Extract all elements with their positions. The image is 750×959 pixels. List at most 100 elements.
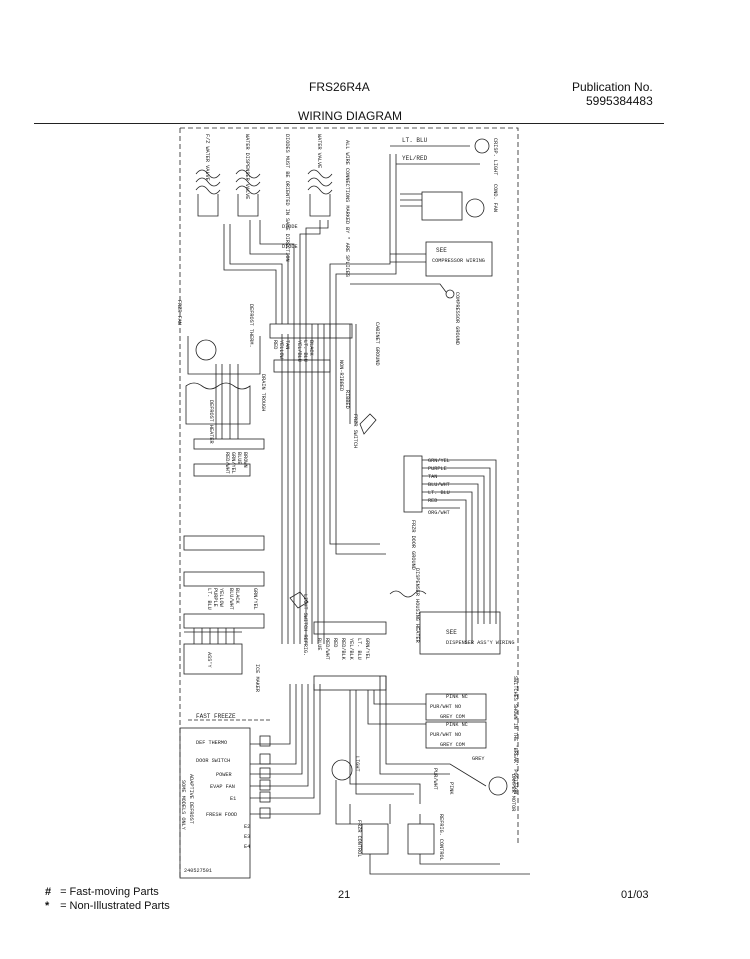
legend-fast-moving: # = Fast-moving Parts bbox=[45, 886, 159, 899]
label-dispenser-housing-heater: DISPENSER HOUSING HEATER bbox=[414, 568, 420, 643]
header-rule bbox=[34, 123, 664, 124]
label-pur-wht-no-1: PUR/WHT NO bbox=[430, 704, 461, 710]
label-wire-lt-blu-r: LT. BLU bbox=[428, 490, 450, 496]
label-wire-grn-yel: GRN/YEL bbox=[230, 452, 236, 474]
label-frzr-control: FRZR CONTROL bbox=[356, 820, 362, 857]
label-power: POWER bbox=[216, 772, 232, 778]
revision-date: 01/03 bbox=[621, 889, 649, 901]
label-pur-wht: PUR/WHT bbox=[432, 768, 438, 790]
label-grey: GREY bbox=[472, 756, 485, 762]
label-wire-black2: BLACK bbox=[234, 588, 240, 604]
label-pink-nc-1: PINK NC bbox=[446, 694, 468, 700]
label-light-switch-refrig: LIGHT SWITCH REFRIG. bbox=[302, 594, 308, 656]
label-cond-fan: COND. FAN bbox=[492, 184, 498, 212]
label-wire-org-wht: ORG/WHT bbox=[428, 510, 450, 516]
label-wire-red: RED bbox=[272, 340, 278, 349]
label-wire-black: BLACK bbox=[308, 340, 314, 356]
page-title: WIRING DIAGRAM bbox=[298, 109, 402, 123]
label-wire-blue3: BLUE bbox=[316, 638, 322, 650]
label-diodes-note: DIODES MUST BE ORIENTED IN SAME DIRECTIO… bbox=[284, 134, 290, 262]
label-wire-grn-yel2: GRN/YEL bbox=[252, 588, 258, 610]
label-dispenser-assy-wiring: DISPENSER ASS'Y WIRING bbox=[446, 640, 515, 646]
publication-label: Publication No. bbox=[572, 80, 653, 94]
label-e3: E3 bbox=[244, 834, 250, 840]
wiring-diagram: LT. BLU YEL/RED CRISP. LIGHT COND. FAN S… bbox=[150, 124, 530, 880]
label-ice-maker: ICE MAKER bbox=[254, 664, 260, 692]
label-assy: ASS'Y bbox=[206, 652, 212, 668]
label-door-switch: DOOR SWITCH bbox=[196, 758, 230, 764]
page-number: 21 bbox=[338, 889, 351, 901]
label-refrig-control: REFRIG. CONTROL bbox=[438, 814, 444, 861]
non-illustrated-symbol: * bbox=[45, 900, 50, 912]
label-drain-trough: DRAIN TROUGH bbox=[260, 374, 266, 411]
label-pink-nc-2: PINK NC bbox=[446, 722, 468, 728]
label-wire-blu-wht2: BLU/WHT bbox=[228, 588, 234, 610]
label-some-models-only: SOME MODELS ONLY bbox=[180, 780, 186, 831]
wiring-diagram-svg: LT. BLU YEL/RED CRISP. LIGHT COND. FAN S… bbox=[176, 127, 530, 880]
fast-moving-symbol: # bbox=[45, 886, 52, 898]
label-compressor-wiring: COMPRESSOR WIRING bbox=[432, 258, 485, 264]
label-fz-water-valve: F/Z WATER VALVE bbox=[204, 134, 210, 181]
legend-non-illustrated: * = Non-Illustrated Parts bbox=[45, 900, 170, 913]
label-non-ribbed: NON-RIBBED bbox=[338, 360, 344, 391]
damper-motor bbox=[488, 776, 508, 796]
label-compressor-ground: COMPRESSOR GROUND bbox=[454, 292, 460, 345]
label-wire-brown: BROWN bbox=[242, 452, 248, 468]
label-wire-lt-blu2: LT. BLU bbox=[206, 588, 212, 610]
label-water-disp-valve: WATER DISPENSER VALVE bbox=[244, 134, 250, 199]
label-diode-2: DIODE bbox=[282, 244, 298, 250]
label-defrost-heater: DEFROST HEATER bbox=[208, 400, 214, 444]
label-wire-purple2: PURPLE bbox=[212, 588, 218, 607]
label-cabinet-ground: CABINET GROUND bbox=[374, 322, 380, 366]
label-evap-fan: EVAP FAN bbox=[210, 784, 235, 790]
main-harness bbox=[223, 145, 480, 644]
label-adaptive-defrost: ADAPTIVE DEFROST bbox=[188, 774, 194, 824]
publication-number: 5995384483 bbox=[586, 94, 653, 108]
label-wire-conn-note: ALL WIRE CONNECTIONS MARKED BY * ARE SPL… bbox=[344, 140, 350, 277]
label-fresh-food: FRESH FOOD bbox=[206, 812, 237, 818]
label-water-valve: WATER VALVE bbox=[316, 134, 322, 168]
label-pink: PINK bbox=[448, 782, 454, 795]
label-yel-red: YEL/RED bbox=[402, 155, 428, 162]
label-wire-lt-blu: LT. BLU bbox=[302, 340, 308, 362]
label-wire-yellow: YELLOW bbox=[278, 340, 284, 360]
label-ribbed: RIBBED bbox=[344, 390, 350, 409]
label-grey-com-1: GREY COM bbox=[440, 714, 465, 720]
label-wire-tan-r: TAN bbox=[428, 474, 437, 480]
non-illustrated-text: = Non-Illustrated Parts bbox=[60, 900, 170, 912]
label-wire-red-wht3: RED/WHT bbox=[324, 638, 330, 660]
label-switches-note: SWITCHES SHOWN IN THE 'BREAK' POSITION bbox=[512, 676, 518, 794]
label-wire-yel-blk: YEL/BLK bbox=[348, 638, 354, 661]
label-wire-grn-yel3: GRN/YEL bbox=[364, 638, 370, 660]
label-fast-freeze: FAST FREEZE bbox=[196, 713, 236, 720]
crisper-light-bulb bbox=[474, 138, 490, 154]
label-lt-blu-top: LT. BLU bbox=[402, 137, 428, 144]
label-wire-red3: RED bbox=[332, 638, 338, 647]
label-see-dispenser: SEE bbox=[446, 629, 457, 636]
label-wire-blue: BLUE bbox=[236, 452, 242, 464]
label-frzr-switch: FRZR SWITCH bbox=[352, 414, 358, 448]
water-valve-coils bbox=[195, 169, 333, 217]
label-wire-blu-wht: BLU/WHT bbox=[428, 482, 450, 488]
label-wire-yel-blu: YEL/BLU bbox=[296, 340, 302, 362]
label-see-compressor: SEE bbox=[436, 247, 447, 254]
label-e4: E4 bbox=[244, 844, 250, 850]
label-pur-wht-no-2: PUR/WHT NO bbox=[430, 732, 461, 738]
label-def-thermo: DEF THERMO bbox=[196, 740, 227, 746]
label-wire-yellow2: YELLOW bbox=[218, 588, 224, 608]
fast-moving-text: = Fast-moving Parts bbox=[60, 886, 159, 898]
label-damper-motor: DAMPER MOTOR bbox=[510, 774, 516, 811]
label-wire-grn-yel-r: GRN/YEL bbox=[428, 458, 450, 464]
label-crisp-light: CRISP. LIGHT bbox=[492, 138, 498, 175]
label-wire-red-r: RED bbox=[428, 498, 437, 504]
label-diode-1: DIODE bbox=[282, 224, 298, 230]
label-e2: E2 bbox=[244, 824, 250, 830]
label-part-code: 240527501 bbox=[184, 868, 212, 874]
label-grey-com-2: GREY COM bbox=[440, 742, 465, 748]
label-frzr-fan: FRZR FAN bbox=[176, 300, 182, 325]
label-wire-red-blk: RED/BLK bbox=[340, 638, 346, 661]
label-defrost-therm: DEFROST THERM. bbox=[248, 304, 254, 348]
label-light: LIGHT bbox=[354, 756, 360, 772]
label-wire-tan: TAN bbox=[284, 340, 290, 349]
label-e1: E1 bbox=[230, 796, 236, 802]
